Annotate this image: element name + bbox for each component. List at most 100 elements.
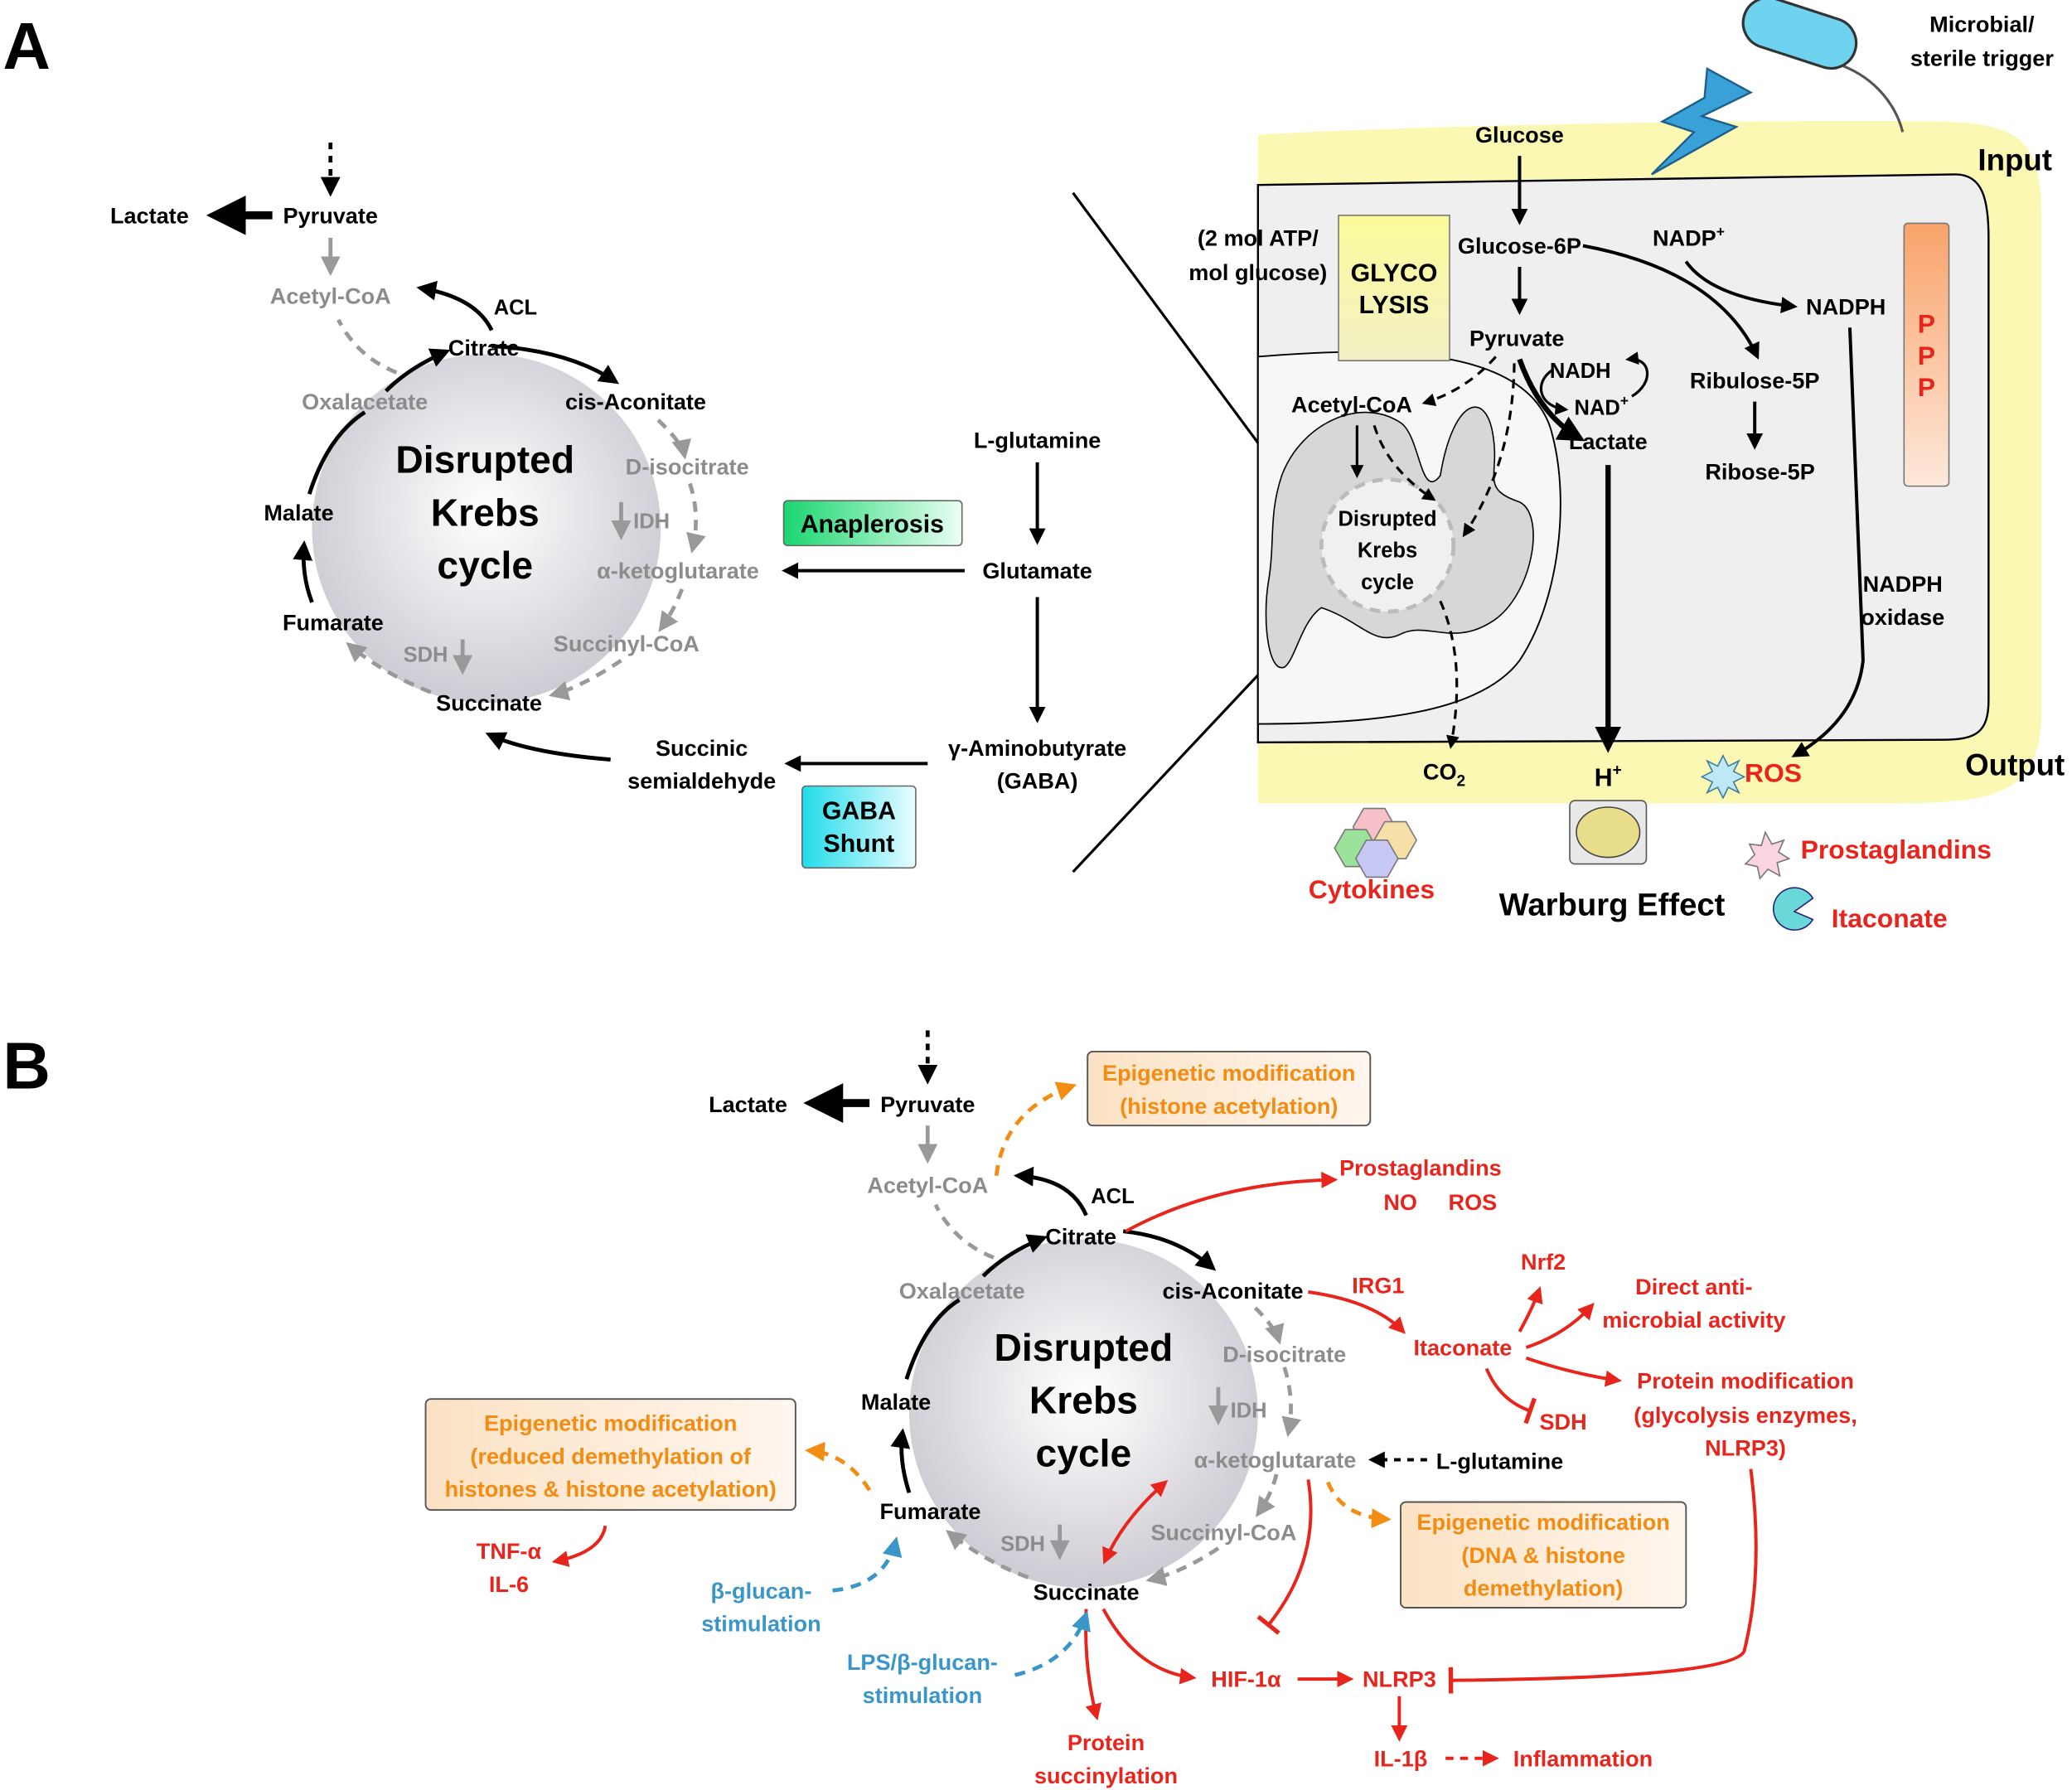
- succinyl-coa-b: Succinyl-CoA: [1150, 1520, 1296, 1546]
- nadp-sup: +: [1716, 223, 1725, 239]
- warburg-icon: [1576, 806, 1641, 859]
- prostaglandins-b: Prostaglandins: [1339, 1155, 1502, 1181]
- lps-1: LPS/β-glucan-: [847, 1649, 998, 1675]
- warburg-label: Warburg Effect: [1499, 888, 1726, 923]
- cis-aconitate-b: cis-Aconitate: [1162, 1278, 1303, 1304]
- tnf-1: TNF-α: [477, 1538, 542, 1564]
- ssa-a-1: Succinic: [656, 735, 748, 761]
- ssa-a-2: semialdehyde: [627, 768, 776, 794]
- epi-fumarate-3: histones & histone acetylation): [445, 1476, 777, 1502]
- lightning-icon: [1651, 66, 1754, 176]
- epi-fumarate-box: [424, 1398, 796, 1512]
- cycle-center-a-3: cycle: [437, 544, 533, 587]
- itaconate-a: Itaconate: [1832, 903, 1948, 933]
- no-ros-b: NO ROS: [1383, 1189, 1497, 1215]
- co2-label: CO2: [1423, 759, 1465, 791]
- antimicrobial-1: Direct anti-: [1635, 1274, 1752, 1299]
- ros-label: ROS: [1745, 758, 1802, 788]
- citrate-a: Citrate: [448, 335, 520, 360]
- epi-fumarate-2: (reduced demethylation of: [470, 1443, 751, 1468]
- nadph-label: NADPH: [1806, 293, 1886, 319]
- nadh-label: NADH: [1550, 360, 1611, 383]
- cis-aconitate-a: cis-Aconitate: [565, 389, 706, 414]
- cytokines-label: Cytokines: [1309, 874, 1435, 904]
- hplus-label: H+: [1595, 762, 1622, 792]
- itaconate-b: Itaconate: [1413, 1335, 1512, 1361]
- epi-dna-box: [1400, 1501, 1687, 1609]
- pyruvate-b: Pyruvate: [880, 1091, 975, 1117]
- prostaglandins-a: Prostaglandins: [1801, 835, 1992, 864]
- gaba-a-2: (GABA): [997, 768, 1078, 794]
- panel-a-label: A: [2, 9, 51, 83]
- trigger-2: sterile trigger: [1910, 46, 2055, 71]
- lactate-cell: Lactate: [1569, 428, 1648, 454]
- mito-cycle-3: cycle: [1361, 571, 1414, 594]
- succinate-a: Succinate: [436, 690, 542, 716]
- hplus-text: H: [1595, 764, 1613, 791]
- input-label: Input: [1978, 143, 2052, 177]
- itaconate-icon: [1772, 887, 1814, 931]
- idh-b: IDH: [1231, 1399, 1267, 1422]
- nlrp3-label: NLRP3: [1363, 1667, 1436, 1692]
- nadph-oxidase-1: NADPH: [1863, 571, 1943, 597]
- cycle-center-b-2: Krebs: [1029, 1379, 1138, 1422]
- d-isocitrate-a: D-isocitrate: [626, 453, 749, 479]
- ppp-2: P: [1918, 341, 1935, 370]
- sdh-red: SDH: [1539, 1409, 1586, 1434]
- nadp-text: NADP: [1653, 225, 1716, 251]
- gaba-shunt-box: [801, 785, 917, 869]
- gaba-a-1: γ-Aminobutyrate: [948, 735, 1126, 761]
- akg-b: α-ketoglutarate: [1194, 1447, 1357, 1473]
- epi-dna-2: (DNA & histone: [1461, 1542, 1625, 1568]
- lactate-a: Lactate: [110, 202, 189, 228]
- anaplerosis-box: [782, 500, 963, 547]
- anaplerosis-pathway: Anaplerosis L-glutamine Glutamate γ-Amin…: [485, 427, 1126, 869]
- nad-text: NAD: [1575, 397, 1620, 420]
- cycle-disk: [312, 354, 661, 704]
- gaba-shunt-2: Shunt: [824, 830, 895, 858]
- acetyl-coa-cell: Acetyl-CoA: [1291, 391, 1412, 417]
- oxalacetate-a: Oxalacetate: [302, 389, 428, 414]
- ribulose-label: Ribulose-5P: [1690, 368, 1819, 394]
- succinylation-2: succinylation: [1034, 1763, 1178, 1788]
- glucose6p-label: Glucose-6P: [1458, 233, 1581, 259]
- fumarate-a: Fumarate: [283, 609, 384, 635]
- anaplerosis-label: Anaplerosis: [801, 510, 944, 538]
- prostaglandin-icon: [1744, 830, 1791, 880]
- cycle-center-a-2: Krebs: [431, 491, 540, 534]
- cytokines-icon: [1334, 807, 1418, 878]
- output-label: Output: [1965, 748, 2065, 782]
- bglucan-1: β-glucan-: [711, 1578, 812, 1604]
- atp-1: (2 mol ATP/: [1198, 225, 1319, 251]
- krebs-cycle-b: Disrupted Krebs cycle Lactate Pyruvate A…: [709, 1030, 1356, 1604]
- lactate-b: Lactate: [709, 1091, 787, 1117]
- nad-sup: +: [1620, 392, 1629, 409]
- cycle-center-a-1: Disrupted: [395, 438, 574, 481]
- malate-b: Malate: [861, 1389, 931, 1415]
- idh-a: IDH: [633, 510, 670, 534]
- epi-acetyl-1: Epigenetic modification: [1102, 1060, 1355, 1086]
- irg1-label: IRG1: [1352, 1273, 1404, 1299]
- protein-mod-1: Protein modification: [1637, 1367, 1854, 1393]
- ros-star-icon: [1700, 754, 1746, 800]
- acetyl-coa-b: Acetyl-CoA: [867, 1172, 988, 1197]
- succinate-b: Succinate: [1034, 1579, 1140, 1604]
- sdh-b: SDH: [1000, 1532, 1045, 1555]
- ppp-box: [1903, 222, 1950, 487]
- gaba-shunt-1: GABA: [822, 797, 896, 825]
- mito-cycle-2: Krebs: [1358, 539, 1417, 563]
- epi-acetyl-box: [1087, 1050, 1372, 1127]
- nadp-label: NADP+: [1653, 223, 1725, 250]
- panel-b-label: B: [2, 1029, 51, 1103]
- ppp-1: P: [1918, 309, 1935, 339]
- ppp-3: P: [1918, 372, 1935, 402]
- lps-2: stimulation: [863, 1682, 982, 1708]
- glutamate-a: Glutamate: [982, 558, 1092, 583]
- protein-mod-3: NLRP3): [1705, 1435, 1786, 1461]
- epi-acetyl-2: (histone acetylation): [1120, 1093, 1338, 1119]
- sdh-a: SDH: [404, 644, 448, 667]
- citrate-b: Citrate: [1045, 1224, 1116, 1250]
- cycle-disk-b: [908, 1239, 1258, 1589]
- cycle-center-b-1: Disrupted: [995, 1326, 1174, 1369]
